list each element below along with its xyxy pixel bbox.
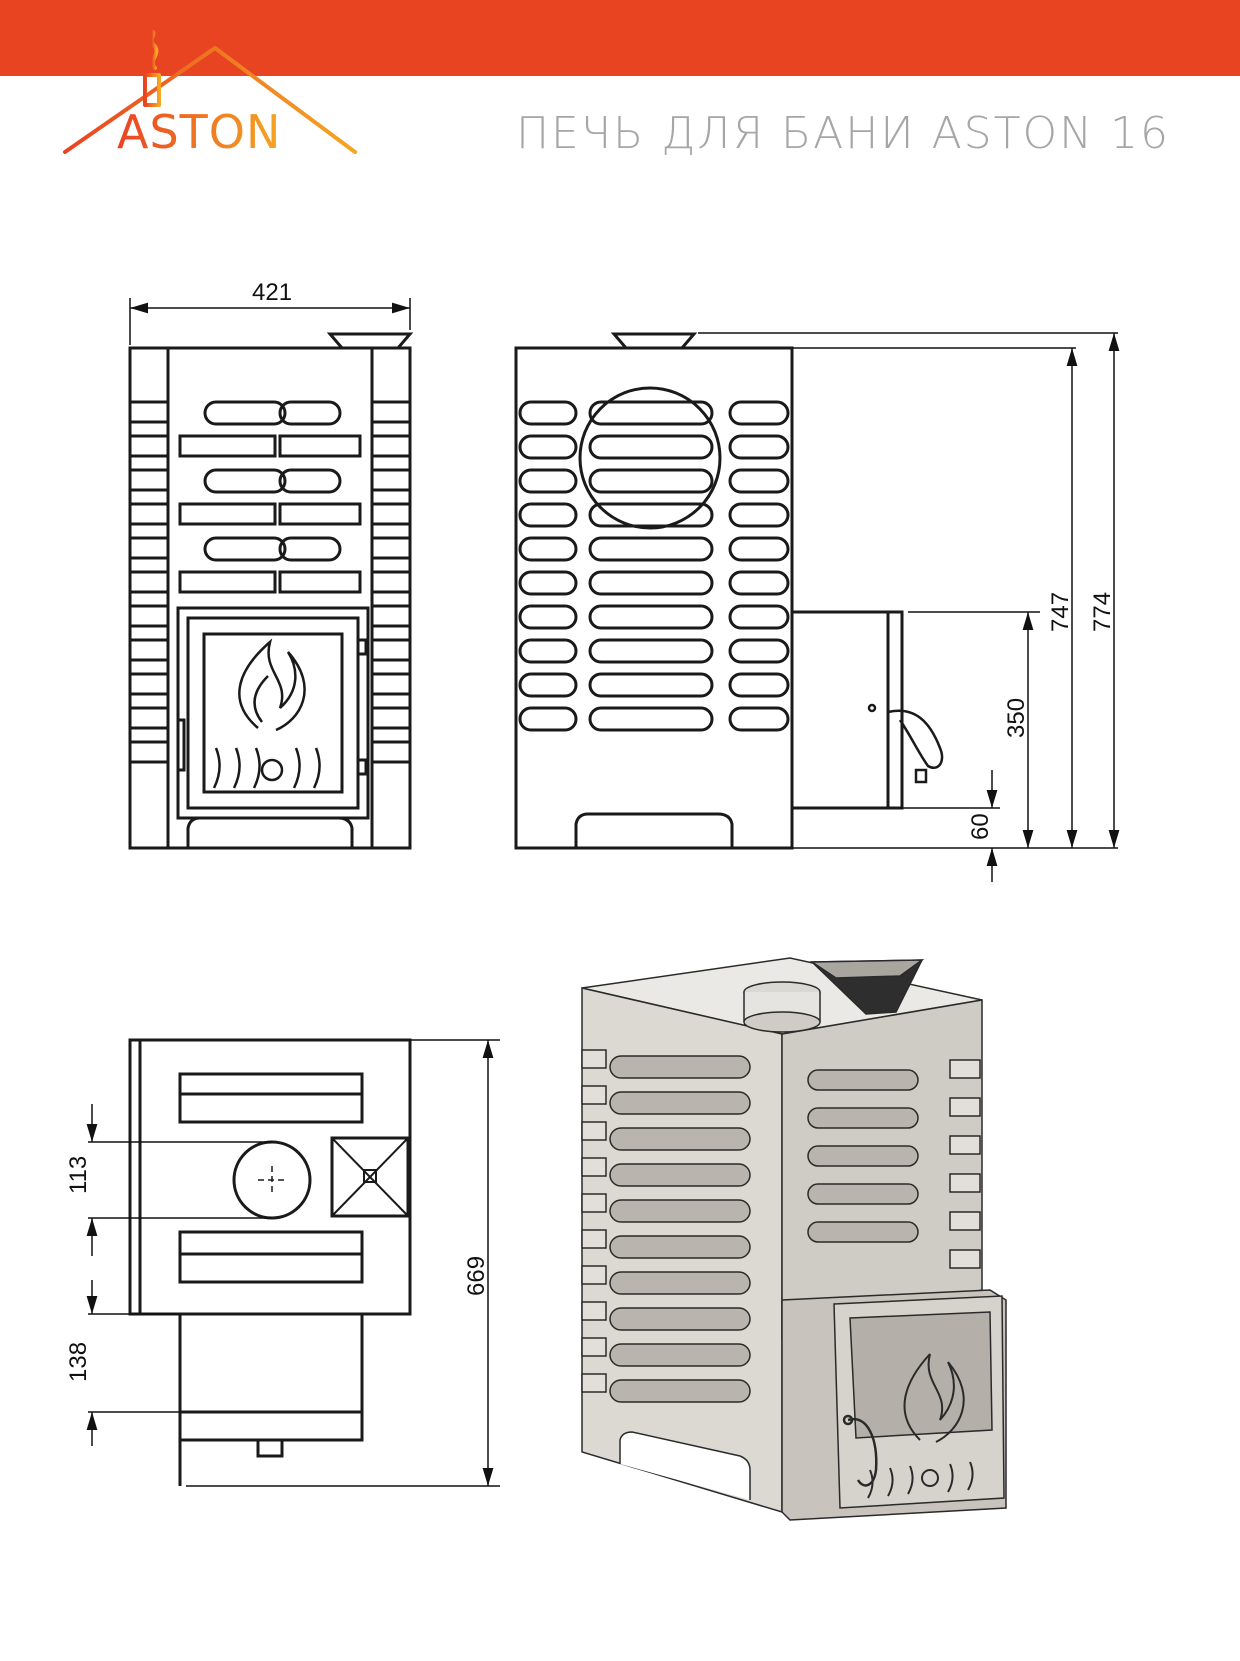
stove-3d-render xyxy=(581,957,1007,1521)
dim-height-total: 774 xyxy=(1089,592,1116,632)
dim-leg-height: 60 xyxy=(967,813,994,840)
dim-front-width xyxy=(129,298,411,345)
house-roof-smoke-icon xyxy=(63,30,357,156)
handle-icon xyxy=(867,703,944,784)
dim-top-depth: 669 xyxy=(463,1256,490,1296)
side-view xyxy=(514,332,944,850)
handle-icon xyxy=(842,1414,878,1487)
flame-icon xyxy=(867,1353,974,1499)
top-view xyxy=(128,1038,412,1486)
dim-firebox-protrusion: 138 xyxy=(65,1342,92,1382)
dim-side xyxy=(698,332,1120,882)
dim-top xyxy=(86,1039,500,1487)
top-bar xyxy=(0,0,1240,76)
dim-firebox-height: 350 xyxy=(1003,698,1030,738)
front-view xyxy=(128,332,414,850)
aston-logo: ASTON xyxy=(63,30,357,159)
page-title: ПЕЧЬ ДЛЯ БАНИ ASTON 16 xyxy=(515,108,1170,159)
flame-icon xyxy=(212,638,321,789)
dim-front-width-label: 421 xyxy=(252,279,292,306)
logo-text: ASTON xyxy=(117,105,281,159)
dim-height-body: 747 xyxy=(1047,592,1074,632)
dim-chimney-offset: 113 xyxy=(65,1156,92,1194)
